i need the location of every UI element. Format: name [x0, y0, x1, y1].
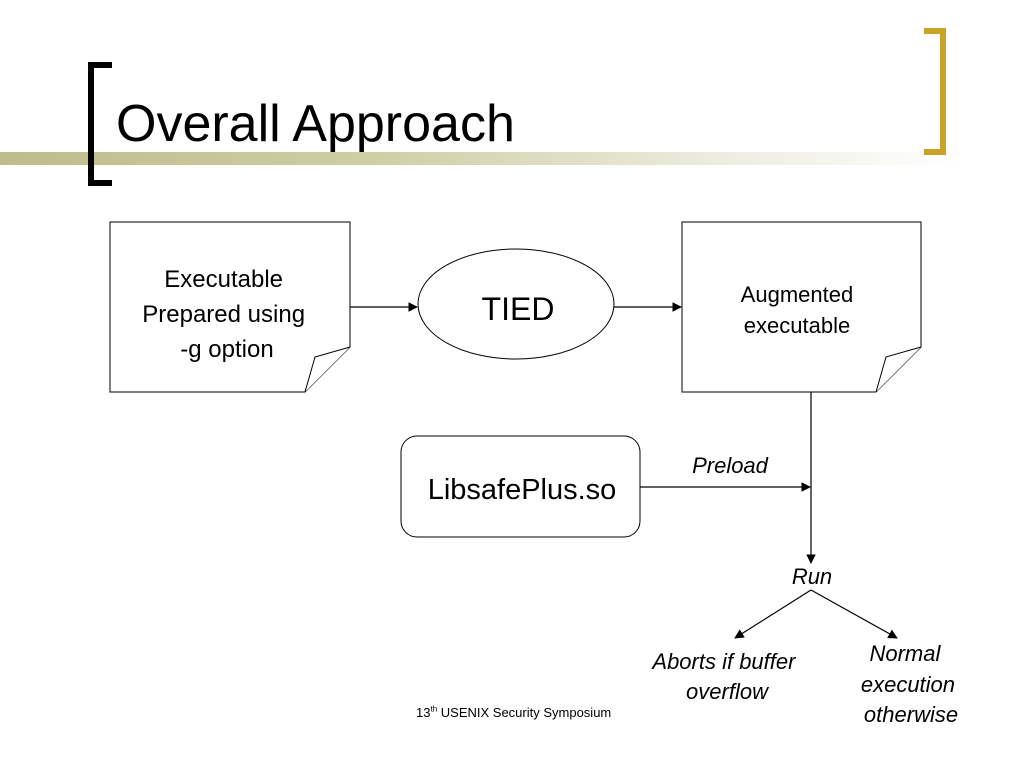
run-label: Run — [792, 564, 832, 589]
right-bracket-decoration — [924, 28, 946, 155]
normal-outcome-line-3: otherwise — [864, 702, 958, 727]
libsafeplus-label: LibsafePlus.so — [428, 474, 617, 506]
libsafeplus-node: LibsafePlus.so — [400, 435, 641, 538]
augmented-label-line-1: Augmented — [741, 282, 854, 307]
tied-ellipse-node: TIED — [417, 248, 615, 360]
normal-outcome-text: Normal execution otherwise — [861, 641, 961, 727]
executable-label-line-1: Executable — [164, 266, 283, 293]
slide-title: Overall Approach — [116, 95, 515, 153]
abort-outcome-text: Aborts if buffer overflow — [650, 649, 801, 704]
augmented-label-line-2: executable — [744, 313, 850, 338]
slide-footer: 13th USENIX Security Symposium — [416, 705, 611, 720]
arrow-run-to-normal — [810, 589, 898, 639]
executable-label-line-2: Prepared using — [142, 301, 305, 328]
title-accent-band — [0, 152, 960, 165]
footer-edition-number: 13 — [416, 705, 431, 720]
svg-text:Augmented executable: Augmented executable — [741, 282, 860, 338]
executable-document-node: Executable Prepared using -g option — [109, 221, 351, 393]
augmented-executable-document-node: Augmented executable — [681, 221, 922, 393]
svg-text:Executable Prepared usin: Executable Prepared using -g option — [142, 266, 311, 363]
normal-outcome-line-1: Normal — [869, 641, 941, 666]
abort-outcome-line-1: Aborts if buffer — [650, 649, 797, 674]
normal-outcome-line-2: execution — [861, 672, 955, 697]
abort-outcome-line-2: overflow — [686, 679, 770, 704]
footer-ordinal-suffix: th — [430, 704, 438, 714]
tied-label: TIED — [482, 291, 555, 327]
executable-label-line-3: -g option — [180, 336, 273, 363]
footer-event-name: USENIX Security Symposium — [440, 705, 612, 720]
arrow-run-to-abort — [734, 589, 812, 639]
left-bracket-decoration — [88, 62, 112, 186]
preload-label: Preload — [692, 453, 769, 478]
